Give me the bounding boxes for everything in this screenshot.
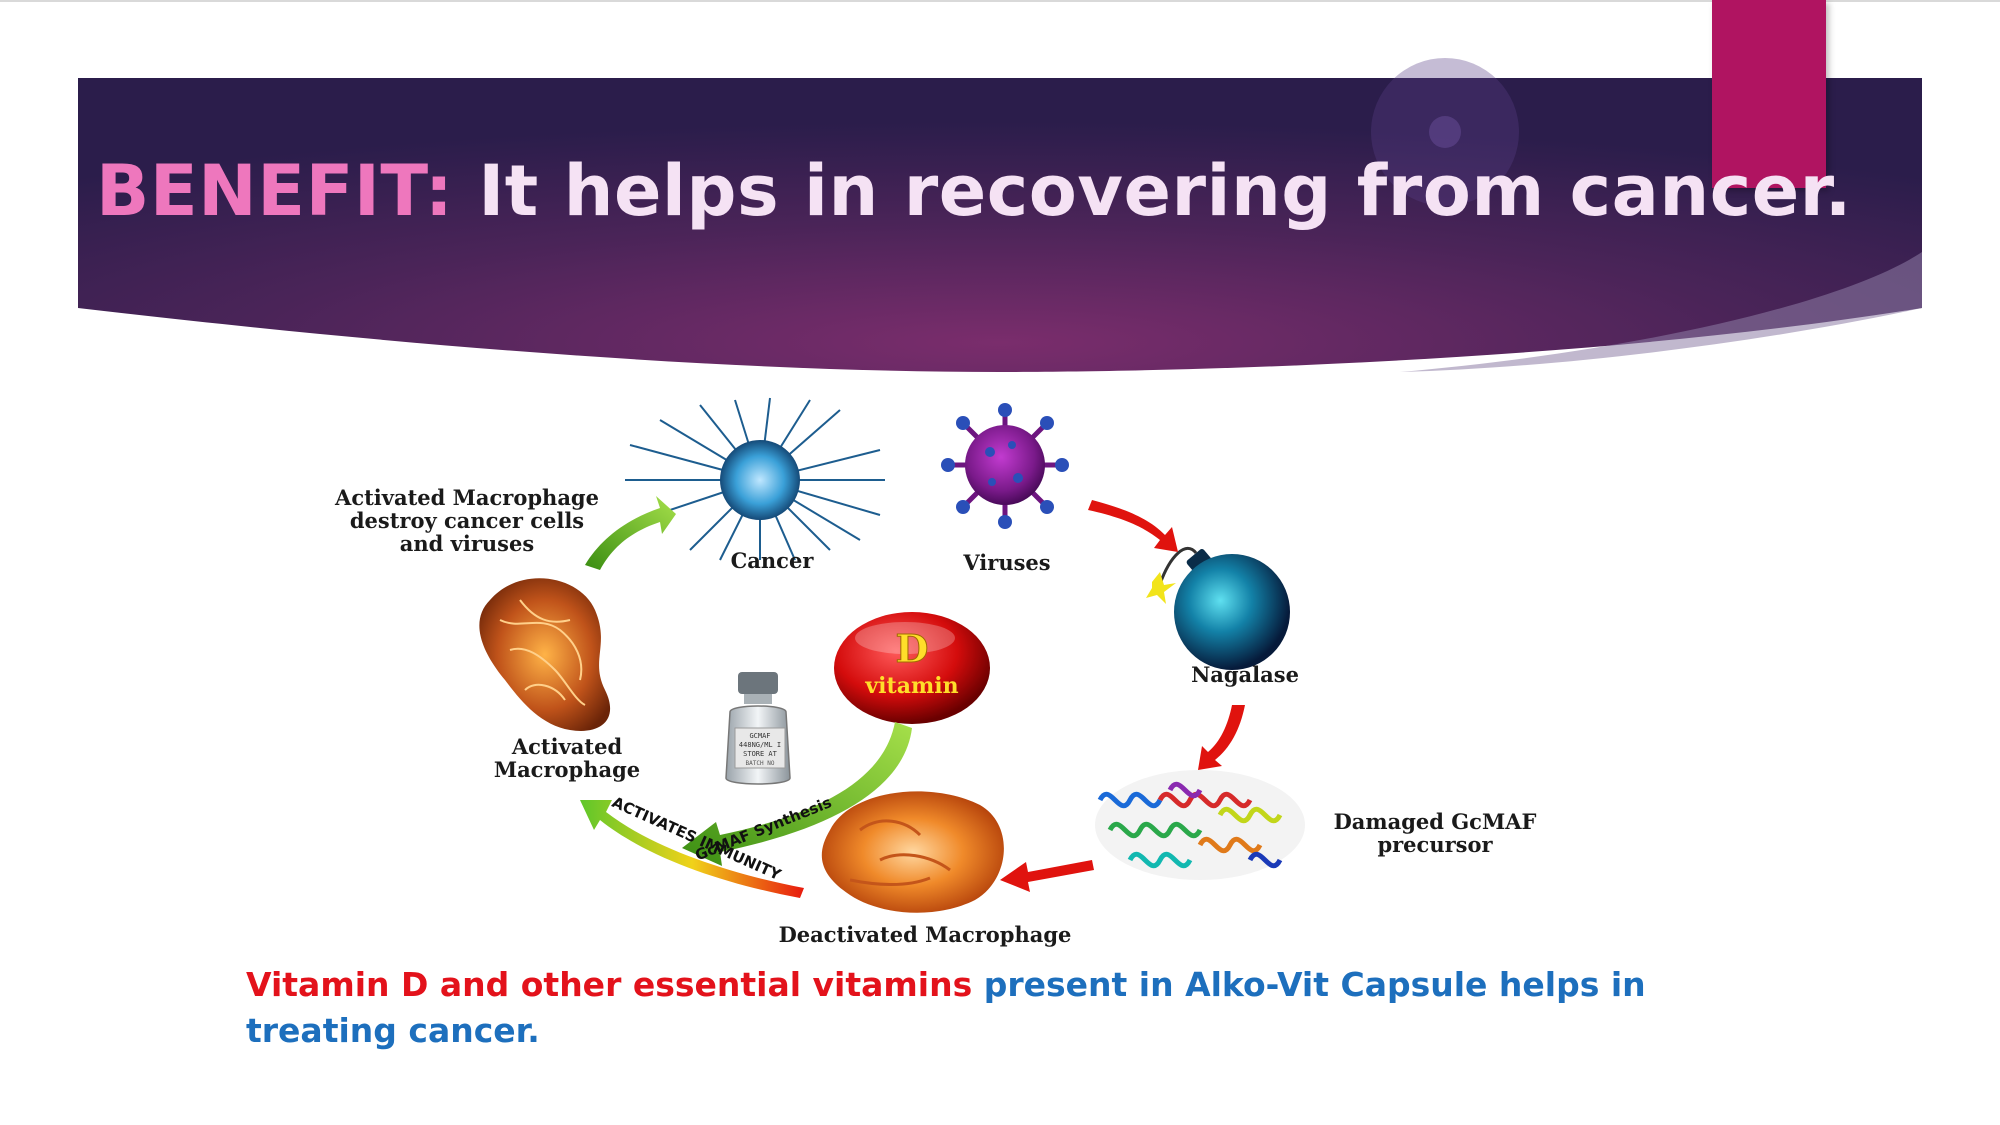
caption: Vitamin D and other essential vitamins p…: [246, 962, 1666, 1054]
label-viruses: Viruses: [962, 550, 1050, 575]
title-accent: BENEFIT:: [96, 150, 454, 232]
vial-label-line3: STORE AT: [743, 750, 778, 758]
label-nagalase: Nagalase: [1191, 662, 1299, 687]
red-arrows: [1000, 500, 1245, 892]
caption-red: Vitamin D and other essential vitamins: [246, 965, 973, 1004]
label-damaged-2: precursor: [1377, 832, 1493, 857]
bomb-icon: [1146, 546, 1290, 670]
label-damaged-1: Damaged GcMAF: [1334, 809, 1537, 834]
label-activated-destroy-2: destroy cancer cells: [350, 508, 584, 533]
vial-label-line1: GCMAF: [749, 732, 770, 740]
deactivated-macrophage-icon: [821, 791, 1004, 913]
vial-label-line4: BATCH NO: [746, 760, 775, 767]
label-activated-1: Activated: [511, 734, 623, 759]
vitamin-letter: D: [896, 626, 929, 671]
gcmaf-vial-icon: GCMAF 448NG/ML I STORE AT BATCH NO: [725, 672, 791, 785]
vitamin-d-icon: D vitamin: [834, 612, 990, 724]
title-banner: [78, 58, 1922, 372]
caption-blue: present in Alko-Vit Capsule helps in tre…: [246, 965, 1646, 1050]
label-cancer: Cancer: [731, 548, 815, 573]
virus-icon: [941, 403, 1069, 529]
green-arrow-top: [585, 496, 676, 570]
cancer-cell-icon: [625, 397, 885, 561]
activates-immunity-arrow: [580, 800, 804, 898]
vitamin-word: vitamin: [864, 673, 958, 699]
activated-macrophage-icon: [479, 578, 611, 731]
top-rule: [0, 0, 2000, 2]
gcmaf-synthesis-arrow: [682, 722, 912, 866]
label-activated-destroy-3: and viruses: [400, 531, 534, 556]
title-text: It helps in recovering from cancer.: [453, 150, 1852, 232]
gcmaf-cycle-diagram: GCMAF 448NG/ML I STORE AT BATCH NO D vit…: [334, 397, 1537, 947]
label-deactivated: Deactivated Macrophage: [779, 922, 1072, 947]
vial-label-line2: 448NG/ML I: [739, 741, 781, 749]
slide-title: BENEFIT: It helps in recovering from can…: [96, 150, 1852, 232]
accent-tab: [1712, 0, 1826, 188]
label-activated-destroy-1: Activated Macrophage: [334, 485, 599, 510]
protein-structure-icon: [1095, 770, 1305, 880]
label-activated-2: Macrophage: [494, 757, 640, 782]
